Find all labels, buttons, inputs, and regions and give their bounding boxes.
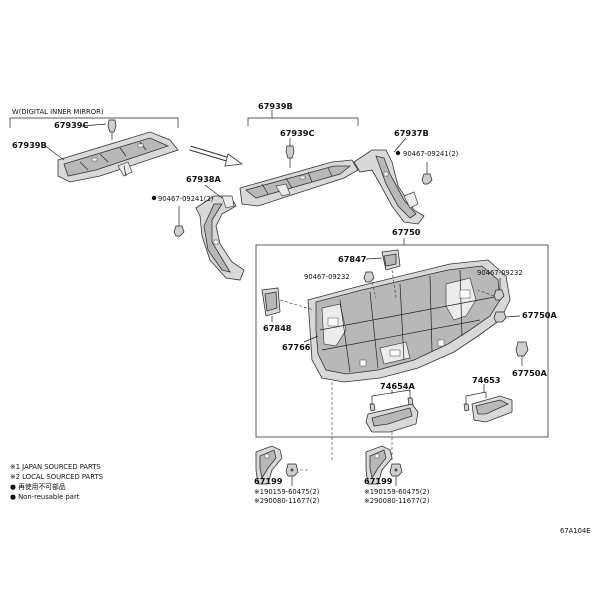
label-67937B: 67937B — [394, 128, 429, 138]
legend-line-1: ※1 JAPAN SOURCED PARTS — [10, 463, 101, 471]
part-67750-panel — [307, 259, 511, 383]
label-67750: 67750 — [392, 227, 421, 237]
figure-id: 67A104E — [560, 527, 591, 535]
bracket-67939B-top — [247, 110, 359, 126]
label-67199-right: 67199 — [364, 476, 393, 486]
part-67848 — [261, 287, 315, 317]
label-74653: 74653 — [472, 375, 501, 385]
label-90467-09241-left: 90467-09241(2) — [158, 195, 214, 203]
direction-arrow — [189, 145, 244, 167]
variant-bracket: W(DIGITAL INNER MIRROR) — [9, 108, 179, 128]
clip-67750A-b — [515, 341, 529, 366]
label-67848: 67848 — [263, 323, 292, 333]
clip-67939C-mid — [285, 145, 295, 168]
label-67938A: 67938A — [186, 174, 221, 184]
clip-90467-09232-b — [477, 289, 505, 301]
legend-line-3: ● 再使用不可部品 — [10, 482, 66, 491]
label-67766: 67766 — [282, 342, 311, 352]
label-67939C-left: 67939C — [54, 120, 89, 130]
label-67750A-a: 67750A — [522, 310, 557, 320]
label-67847: 67847 — [338, 254, 367, 264]
clip-90467-09232-a — [363, 271, 377, 299]
part-67938A — [195, 195, 245, 281]
part-74654A — [365, 389, 419, 433]
screw-67199-left — [285, 463, 299, 486]
screw-90467-09241-right — [395, 150, 433, 185]
clip-67939C-left — [107, 119, 117, 140]
part-74653 — [463, 391, 513, 423]
part-67847 — [381, 249, 401, 299]
label-90467-09232-b: 90467-09232 — [477, 269, 523, 277]
legend-line-4: ● Non-reusable part — [10, 493, 80, 501]
label-90467-09232-a: 90467-09232 — [304, 273, 350, 281]
screw-67199-right — [389, 463, 403, 486]
note1-right: ※190159-60475(2) — [364, 488, 430, 496]
variant-note: W(DIGITAL INNER MIRROR) — [12, 108, 104, 116]
part-67199-left — [255, 445, 283, 485]
label-90467-09241-right: 90467-09241(2) — [403, 150, 459, 158]
label-67199-left: 67199 — [254, 476, 283, 486]
note1-left: ※190159-60475(2) — [254, 488, 320, 496]
label-67939B-left: 67939B — [12, 140, 47, 150]
clip-67750A-a — [493, 311, 521, 323]
label-67939C-mid: 67939C — [280, 128, 315, 138]
note2-left: ※290080-11677(2) — [254, 497, 320, 505]
part-67939B-top — [239, 159, 359, 207]
part-67939B-left — [57, 131, 179, 183]
part-67199-right — [365, 445, 393, 485]
screw-90467-09241-left — [151, 195, 185, 237]
label-74654A: 74654A — [380, 381, 415, 391]
door-trim-box — [255, 238, 549, 438]
legend-line-2: ※2 LOCAL SOURCED PARTS — [10, 473, 103, 481]
label-67750A-b: 67750A — [512, 368, 547, 378]
legend: ※1 JAPAN SOURCED PARTS ※2 LOCAL SOURCED … — [10, 463, 103, 501]
label-67939B-top: 67939B — [258, 101, 293, 111]
note2-right: ※290080-11677(2) — [364, 497, 430, 505]
part-67937B — [353, 149, 425, 225]
